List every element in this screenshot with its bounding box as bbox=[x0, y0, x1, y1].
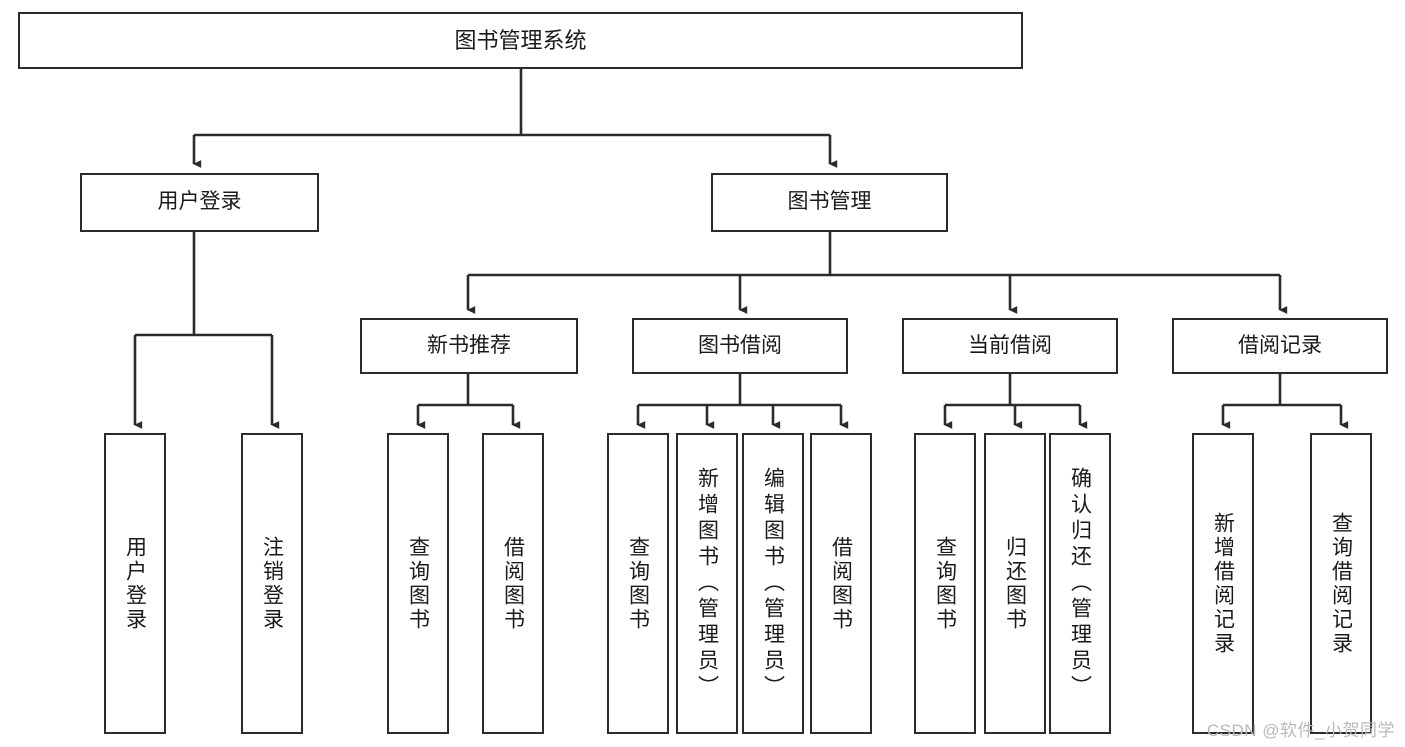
node-label: 新增图书（管理员） bbox=[695, 466, 719, 701]
node-label: 借阅图书 bbox=[501, 535, 525, 632]
node-label: 用户登录 bbox=[157, 190, 242, 214]
node-label: 图书管理系统 bbox=[454, 27, 587, 53]
leaf-borrow-query-book[interactable]: 查询图书 bbox=[607, 433, 669, 734]
leaf-records-add-record[interactable]: 新增借阅记录 bbox=[1192, 433, 1254, 734]
node-label: 当前借阅 bbox=[968, 333, 1052, 357]
node-book-management[interactable]: 图书管理 bbox=[711, 173, 948, 232]
node-label: 图书管理 bbox=[787, 190, 872, 214]
node-label: 新增借阅记录 bbox=[1211, 511, 1235, 656]
node-new-book-recommend[interactable]: 新书推荐 bbox=[360, 318, 578, 374]
node-label: 注销登录 bbox=[260, 535, 284, 632]
node-label: 借阅图书 bbox=[829, 535, 853, 632]
node-label: 查询图书 bbox=[933, 535, 957, 632]
node-label: 用户登录 bbox=[123, 535, 147, 632]
leaf-borrow-borrow-book[interactable]: 借阅图书 bbox=[810, 433, 872, 734]
leaf-borrow-add-book-admin[interactable]: 新增图书（管理员） bbox=[676, 433, 738, 734]
leaf-new-book-borrow[interactable]: 借阅图书 bbox=[482, 433, 544, 734]
node-label: 归还图书 bbox=[1003, 535, 1027, 632]
leaf-user-login-signin[interactable]: 用户登录 bbox=[104, 433, 166, 734]
node-label: 确认归还（管理员） bbox=[1068, 466, 1092, 701]
leaf-current-query-book[interactable]: 查询图书 bbox=[914, 433, 976, 734]
leaf-user-login-signout[interactable]: 注销登录 bbox=[241, 433, 303, 734]
node-label: 查询图书 bbox=[626, 535, 650, 632]
node-user-login[interactable]: 用户登录 bbox=[80, 173, 319, 232]
node-label: 借阅记录 bbox=[1238, 333, 1322, 357]
node-label: 查询图书 bbox=[406, 535, 430, 632]
node-current-borrow[interactable]: 当前借阅 bbox=[902, 318, 1118, 374]
node-label: 新书推荐 bbox=[427, 333, 511, 357]
leaf-current-confirm-return-admin[interactable]: 确认归还（管理员） bbox=[1049, 433, 1111, 734]
leaf-records-query-record[interactable]: 查询借阅记录 bbox=[1310, 433, 1372, 734]
leaf-current-return-book[interactable]: 归还图书 bbox=[984, 433, 1046, 734]
node-label: 查询借阅记录 bbox=[1329, 511, 1353, 656]
leaf-borrow-edit-book-admin[interactable]: 编辑图书（管理员） bbox=[742, 433, 804, 734]
node-root-system[interactable]: 图书管理系统 bbox=[18, 12, 1023, 69]
leaf-new-book-query[interactable]: 查询图书 bbox=[387, 433, 449, 734]
node-book-borrow[interactable]: 图书借阅 bbox=[632, 318, 848, 374]
node-borrow-records[interactable]: 借阅记录 bbox=[1172, 318, 1388, 374]
node-label: 图书借阅 bbox=[698, 333, 782, 357]
node-label: 编辑图书（管理员） bbox=[761, 466, 785, 701]
